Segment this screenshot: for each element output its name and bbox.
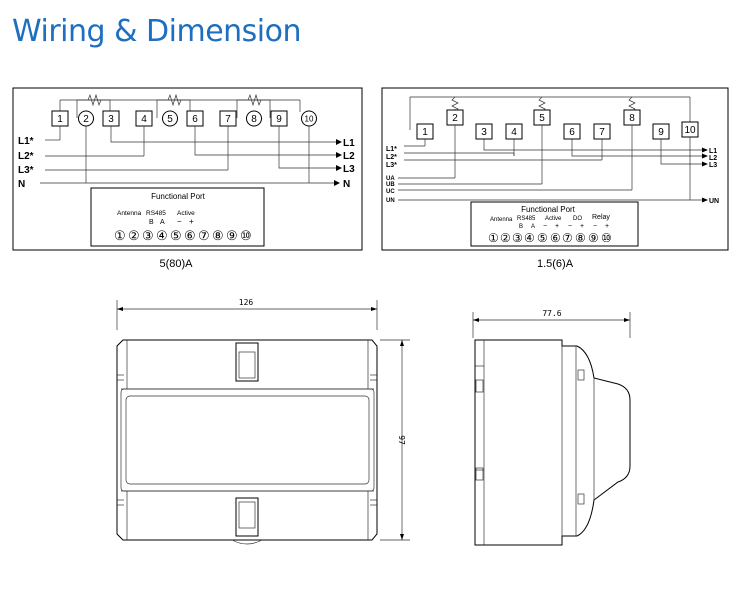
terminal-row-b: 1 2 3 4 5 6 7 8 9 10 [416, 109, 699, 140]
terminal-label: 2 [452, 113, 458, 124]
front-view-drawing: 126 97 [116, 298, 410, 545]
output-label: L3 [343, 164, 355, 175]
port-label: Relay [592, 214, 610, 221]
port-number: ⑨ [226, 228, 238, 243]
port-label: Antenna [117, 210, 142, 217]
page-title: Wiring & Dimension [12, 14, 302, 49]
port-label: DO [573, 216, 582, 222]
terminal-label: 1 [57, 114, 63, 125]
port-label: Active [177, 210, 195, 217]
port-number: ⑧ [575, 231, 586, 245]
port-number: ⑤ [537, 231, 548, 245]
port-label: Active [545, 216, 562, 222]
output-label: UN [709, 198, 719, 205]
port-title: Functional Port [521, 205, 576, 214]
terminal-label: 4 [141, 114, 147, 125]
input-label: N [18, 179, 25, 190]
terminal-label: 2 [83, 114, 89, 125]
caption-5-80a: 5(80)A [159, 258, 193, 270]
port-number: ⑦ [562, 231, 573, 245]
port-number: ⑧ [212, 228, 224, 243]
output-label: L1 [709, 148, 717, 155]
port-label: + [189, 217, 194, 226]
input-label: L2* [18, 151, 34, 162]
terminal-label: 3 [108, 114, 114, 125]
input-label: L1* [18, 136, 34, 147]
port-label: + [605, 223, 609, 230]
terminal-label: 1 [422, 127, 428, 138]
port-label: − [543, 223, 547, 230]
input-label: L3* [18, 165, 34, 176]
port-label: B [149, 219, 154, 226]
port-number: ① [114, 228, 126, 243]
port-number: ① [488, 231, 499, 245]
output-label: L3 [709, 162, 717, 169]
dimension-depth: 77.6 [542, 309, 561, 318]
output-label: L2 [343, 151, 355, 162]
port-label: B [519, 224, 523, 230]
port-number: ⑤ [170, 228, 182, 243]
dimension-width: 126 [239, 298, 254, 307]
port-number: ④ [524, 231, 535, 245]
terminal-label: 6 [569, 127, 575, 138]
port-label: + [580, 223, 584, 230]
port-label: A [531, 224, 535, 230]
terminal-label: 8 [629, 113, 635, 124]
input-label: L1* [386, 146, 397, 153]
dimension-height: 97 [397, 435, 406, 445]
port-number: ⑩ [240, 228, 252, 243]
port-number: ⑦ [198, 228, 210, 243]
port-label: Antenna [490, 217, 513, 223]
port-label: + [555, 223, 559, 230]
port-label: − [177, 217, 182, 226]
input-label: UA [386, 176, 395, 182]
input-label: UN [386, 198, 395, 204]
input-label: L2* [386, 154, 397, 161]
wiring-diagram-5-80a: 1 2 3 4 5 6 7 8 9 10 L1* L2* L3 [12, 87, 363, 270]
terminal-label: 9 [658, 127, 664, 138]
port-label: − [593, 223, 597, 230]
functional-port-b: Functional Port Antenna RS485 B A Active… [470, 201, 639, 247]
caption-1-5-6a: 1.5(6)A [537, 258, 574, 270]
port-number: ⑩ [601, 231, 612, 245]
input-label: L3* [386, 162, 397, 169]
port-number: ⑨ [588, 231, 599, 245]
side-view-drawing: 77.6 [472, 309, 631, 546]
terminal-label: 10 [684, 125, 696, 136]
terminal-label: 5 [539, 113, 545, 124]
port-label: RS485 [517, 216, 536, 222]
port-number: ⑥ [184, 228, 196, 243]
terminal-label: 7 [225, 114, 231, 125]
terminal-label: 4 [511, 127, 517, 138]
port-label: A [160, 219, 165, 226]
port-number: ② [500, 231, 511, 245]
terminal-row: 1 2 3 4 5 6 7 8 9 10 [51, 110, 317, 127]
port-number: ③ [512, 231, 523, 245]
terminal-label: 5 [167, 114, 173, 125]
port-number: ② [128, 228, 140, 243]
terminal-label: 6 [192, 114, 198, 125]
terminal-label: 9 [276, 114, 282, 125]
output-label: L1 [343, 138, 355, 149]
output-label: L2 [709, 155, 717, 162]
input-label: UB [386, 182, 395, 188]
terminal-label: 7 [599, 127, 605, 138]
functional-port-a: Functional Port Antenna RS485 B A Active… [90, 187, 265, 247]
terminal-label: 3 [481, 127, 487, 138]
input-label: UC [386, 189, 395, 195]
terminal-label: 10 [305, 115, 314, 124]
port-number: ④ [156, 228, 168, 243]
terminal-label: 8 [251, 114, 257, 125]
port-label: RS485 [146, 210, 166, 217]
port-number: ③ [142, 228, 154, 243]
wiring-diagram-1-5-6a: 1 2 3 4 5 6 7 8 9 10 [381, 87, 729, 270]
port-label: − [568, 223, 572, 230]
output-label: N [343, 179, 350, 190]
port-title: Functional Port [151, 192, 206, 201]
port-number: ⑥ [550, 231, 561, 245]
